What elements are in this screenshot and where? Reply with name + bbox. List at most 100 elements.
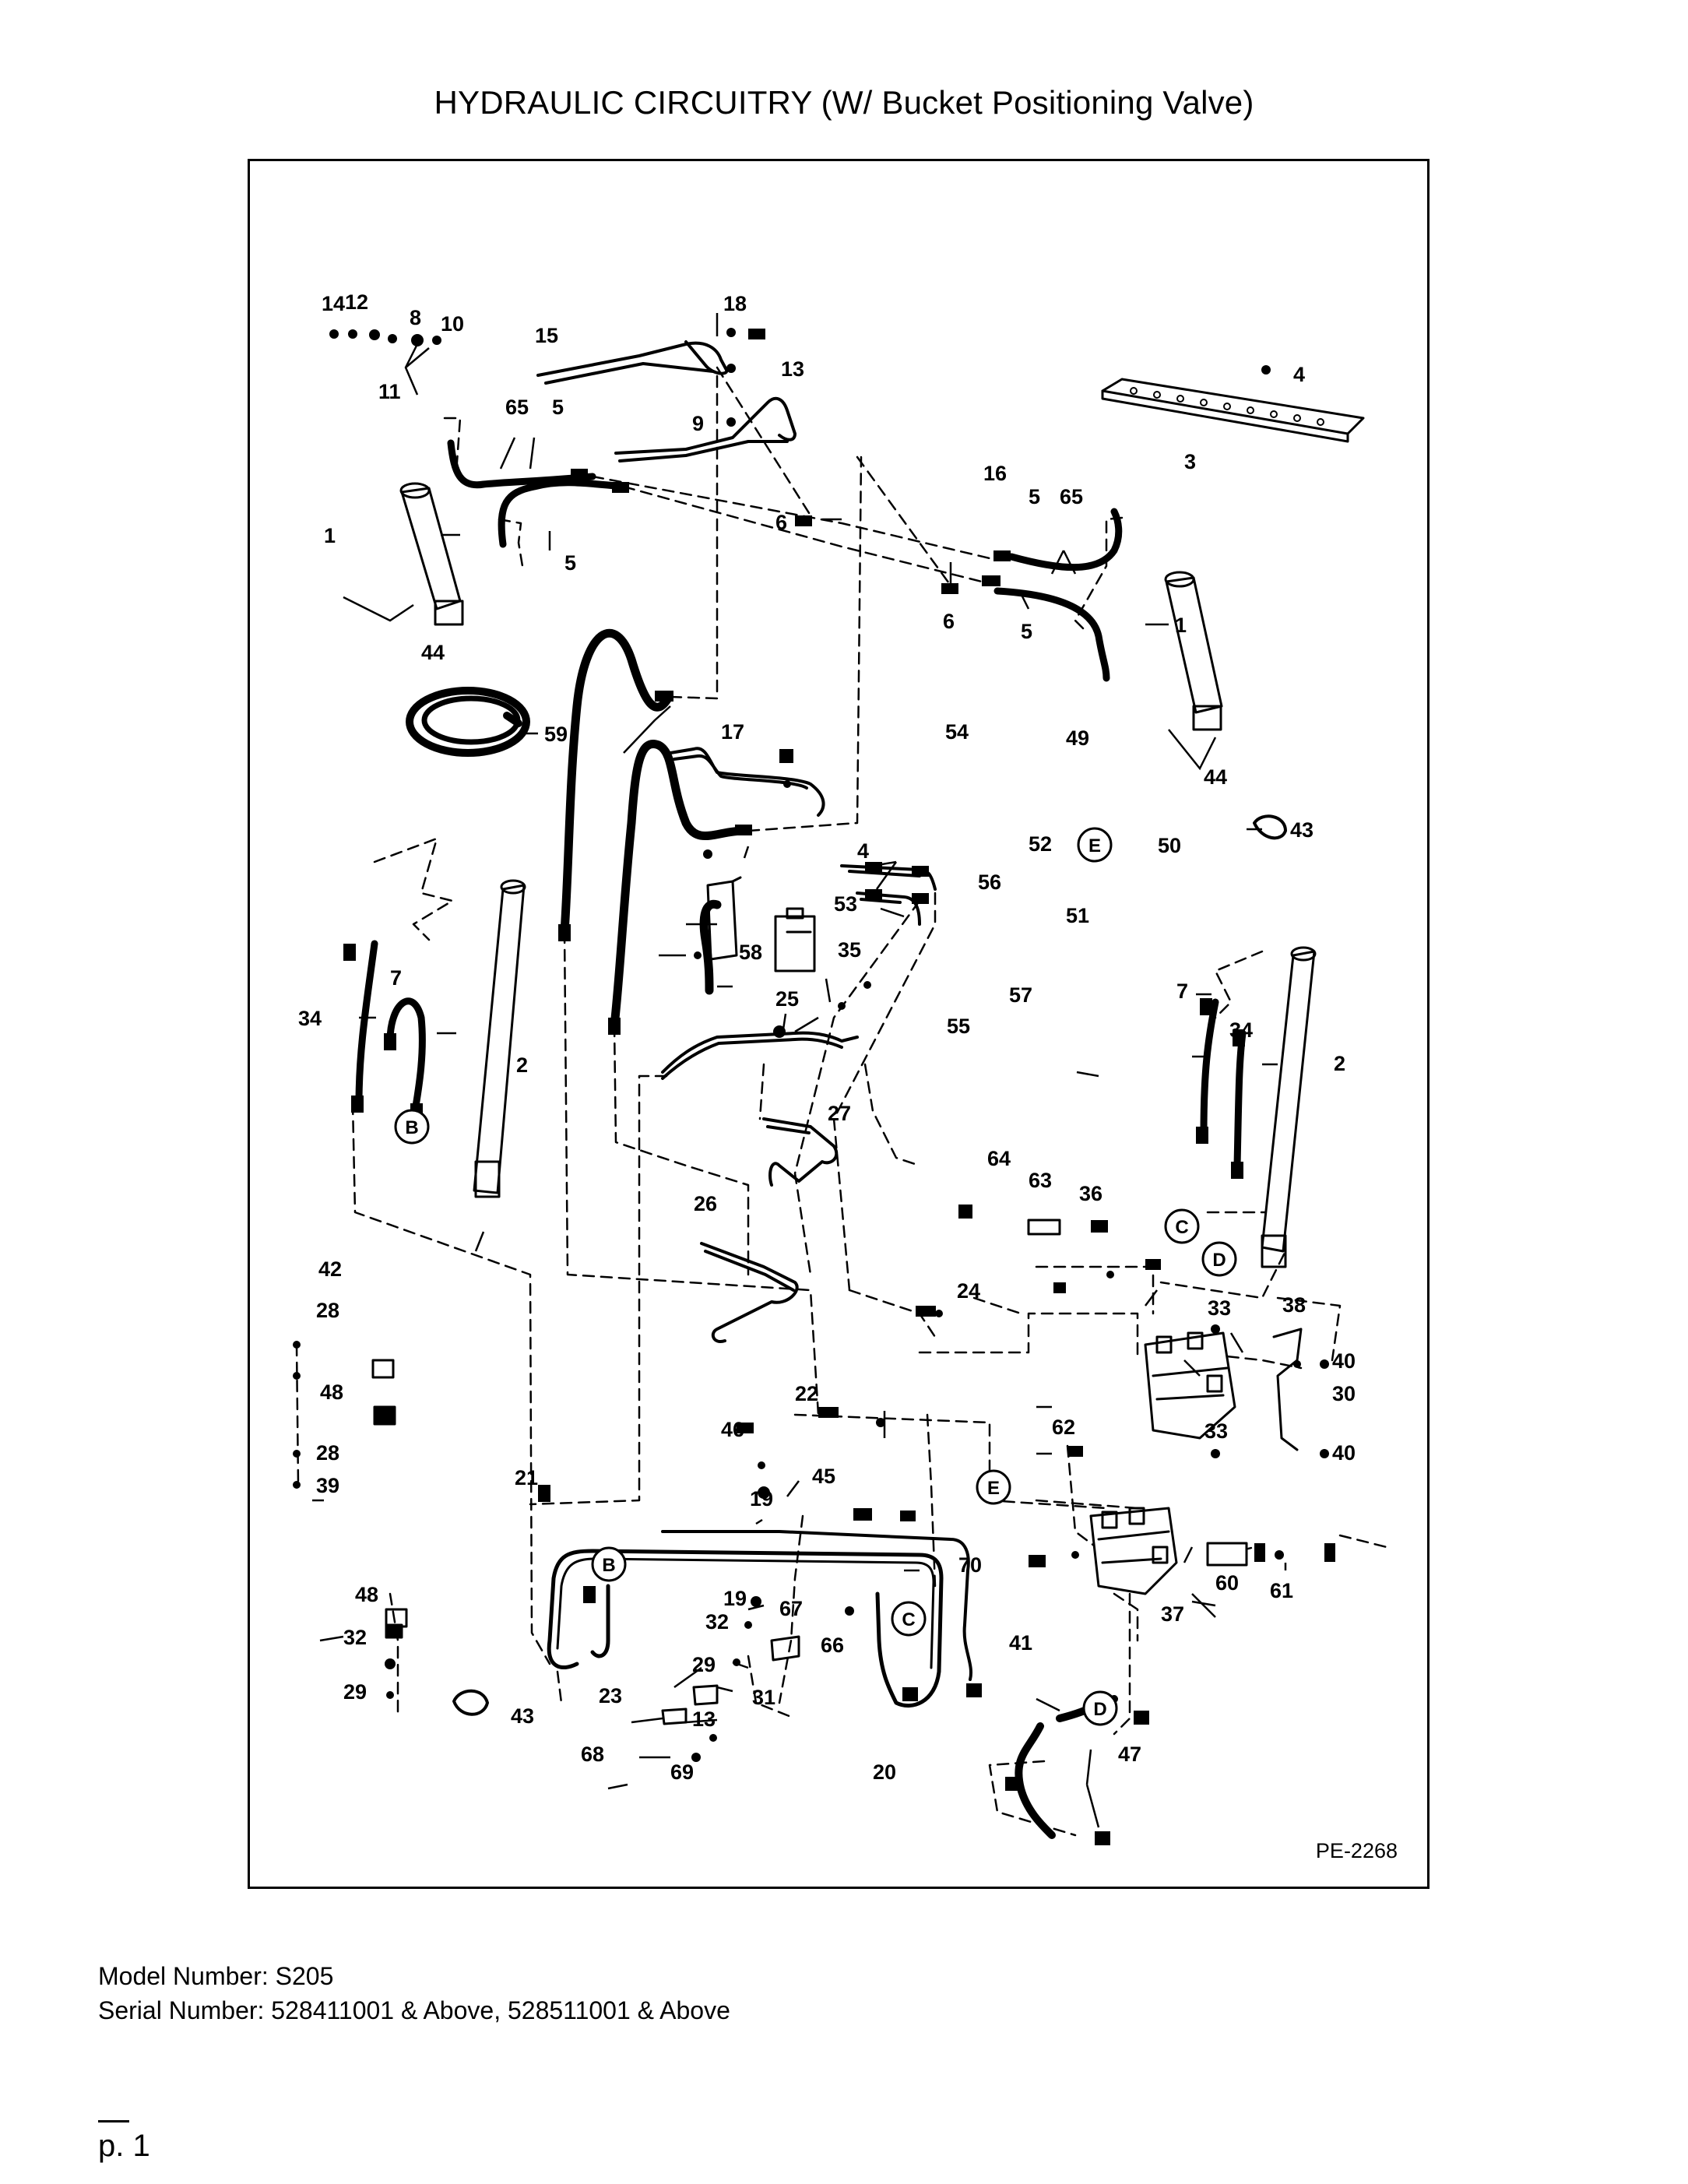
callout-37: 37 (1161, 1602, 1184, 1626)
callout-59: 59 (544, 723, 568, 746)
callout-67: 67 (779, 1597, 803, 1620)
tube-27 (762, 1117, 839, 1187)
callout-2: 2 (516, 1053, 528, 1077)
clamp-43-right (1253, 814, 1287, 840)
callout-49: 49 (1066, 726, 1089, 750)
cylinder-1-right (1164, 571, 1223, 731)
tube-49 (669, 747, 825, 817)
callout-27: 27 (828, 1102, 851, 1125)
callout-44: 44 (1204, 765, 1227, 789)
callout-labels: 14 12 8 10 15 11 18 13 9 4 3 16 65 5 1 5… (298, 290, 1356, 1784)
callout-16: 16 (983, 462, 1007, 485)
callout-33: 33 (1208, 1296, 1231, 1320)
cylinder-2-right (1261, 946, 1317, 1268)
plate-3 (1101, 378, 1365, 443)
callout-42: 42 (318, 1257, 342, 1281)
callout-61: 61 (1270, 1579, 1293, 1602)
callout-5: 5 (552, 396, 564, 419)
callout-4: 4 (1293, 363, 1305, 386)
page-number-rule (98, 2120, 129, 2122)
callout-3: 3 (1184, 450, 1196, 473)
callout-32: 32 (705, 1610, 729, 1634)
callout-63: 63 (1029, 1169, 1052, 1192)
callout-56: 56 (978, 870, 1001, 894)
callout-29: 29 (692, 1653, 716, 1676)
callout-36: 36 (1079, 1182, 1102, 1205)
callout-48: 48 (320, 1380, 343, 1404)
callout-19: 19 (750, 1487, 773, 1511)
control-valve-upper (1144, 1331, 1236, 1440)
connector-E-upper: E (1088, 835, 1101, 856)
callout-64: 64 (987, 1147, 1011, 1170)
callout-68: 68 (581, 1743, 604, 1766)
callout-14: 14 (322, 292, 345, 315)
callout-13: 13 (692, 1707, 716, 1731)
callout-54: 54 (945, 720, 969, 744)
model-info: Model Number: S205 Serial Number: 528411… (98, 1959, 730, 2027)
callout-40: 40 (1332, 1441, 1356, 1465)
callout-60: 60 (1215, 1571, 1239, 1595)
callout-57: 57 (1009, 983, 1032, 1007)
connector-D-right: D (1212, 1250, 1226, 1271)
callout-58: 58 (739, 941, 762, 964)
callout-7: 7 (1176, 979, 1188, 1003)
callout-8: 8 (410, 306, 421, 329)
tube-26 (700, 1242, 799, 1343)
tube-20 (547, 1549, 944, 1708)
valve-56 (774, 907, 816, 972)
callout-35: 35 (838, 938, 861, 962)
callout-41: 41 (1009, 1631, 1032, 1655)
callout-32: 32 (343, 1626, 367, 1649)
callout-53: 53 (834, 892, 857, 916)
callout-39: 39 (316, 1474, 339, 1497)
hose-65-left (447, 439, 596, 489)
callout-5: 5 (1021, 620, 1032, 643)
callout-25: 25 (775, 987, 799, 1011)
callout-26: 26 (694, 1192, 717, 1215)
callout-66: 66 (821, 1634, 844, 1657)
hose-65-right (1008, 508, 1123, 571)
callout-4: 4 (857, 839, 869, 863)
diagram-frame: E B C D E B C D 14 12 8 10 15 11 18 13 9… (248, 159, 1430, 1889)
hose-5-left (498, 479, 628, 548)
callout-5: 5 (1029, 485, 1040, 508)
model-number: Model Number: S205 (98, 1962, 334, 1990)
callout-65: 65 (505, 396, 529, 419)
callout-17: 17 (721, 720, 744, 744)
bracket-53 (706, 876, 742, 961)
callout-29: 29 (343, 1680, 367, 1704)
callout-5: 5 (564, 551, 576, 575)
callout-22: 22 (795, 1382, 818, 1405)
callout-19: 19 (723, 1587, 747, 1610)
callout-38: 38 (1282, 1293, 1306, 1317)
callout-28: 28 (316, 1299, 339, 1322)
hose-17b (610, 740, 749, 1030)
callout-1: 1 (1175, 614, 1187, 637)
cylinder-2-left (473, 879, 526, 1198)
callout-31: 31 (752, 1686, 775, 1709)
callout-2: 2 (1334, 1052, 1345, 1075)
callout-11: 11 (378, 380, 401, 403)
hydraulic-diagram: E B C D E B C D 14 12 8 10 15 11 18 13 9… (293, 290, 1388, 1845)
callout-46: 46 (721, 1418, 744, 1441)
callout-23: 23 (599, 1684, 622, 1707)
connector-D-lower: D (1093, 1699, 1106, 1720)
hose-17a (560, 628, 673, 937)
tube-15 (536, 340, 729, 385)
callout-30: 30 (1332, 1382, 1356, 1405)
connector-C-lower: C (902, 1609, 915, 1630)
callout-43: 43 (1290, 818, 1313, 842)
callout-48: 48 (355, 1583, 378, 1606)
callout-65: 65 (1060, 485, 1083, 508)
callout-6: 6 (775, 511, 787, 534)
diagram-reference-code: PE-2268 (1315, 1839, 1398, 1862)
connector-circles (394, 827, 1237, 1726)
callout-6: 6 (943, 610, 955, 633)
connector-B-left: B (405, 1117, 418, 1138)
callout-62: 62 (1052, 1416, 1075, 1439)
callout-34: 34 (1229, 1018, 1253, 1042)
callout-24: 24 (957, 1279, 980, 1303)
callout-43: 43 (511, 1704, 534, 1728)
callout-9: 9 (692, 412, 704, 435)
callout-52: 52 (1029, 832, 1052, 856)
